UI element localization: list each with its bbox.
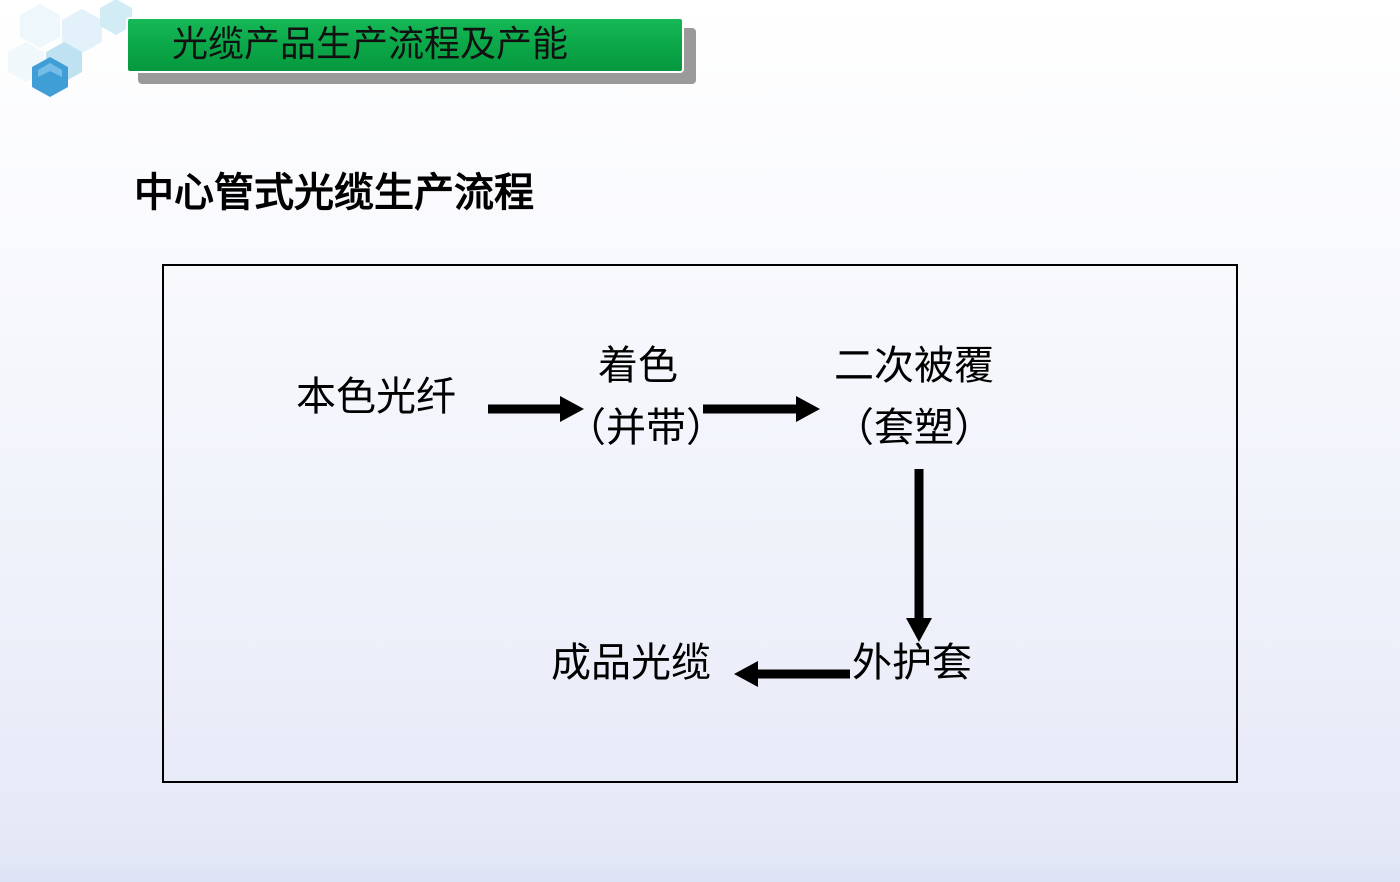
node-secondary-coating: 二次被覆 （套塑） xyxy=(822,346,1006,448)
hexagon-light-1 xyxy=(20,4,60,48)
hexagon-light-3 xyxy=(100,0,132,35)
node-coloring-sublabel: （并带） xyxy=(566,405,726,451)
hexagon-decoration xyxy=(8,0,132,97)
node-bare-fiber: 本色光纤 xyxy=(296,374,456,420)
node-secondary-coating-label: 二次被覆 xyxy=(834,343,994,389)
hexagon-light-2 xyxy=(62,9,102,53)
node-outer-sheath: 外护套 xyxy=(852,640,972,686)
bottom-band xyxy=(0,854,1400,882)
node-secondary-coating-sublabel: （套塑） xyxy=(834,405,994,451)
node-coloring-label: 着色 xyxy=(598,343,678,389)
slide-title: 光缆产品生产流程及产能 xyxy=(172,24,569,65)
node-coloring: 着色 （并带） xyxy=(566,343,726,451)
flow-diagram-frame xyxy=(162,264,1238,783)
hexagon-dark-highlight xyxy=(38,63,62,77)
hexagon-dark xyxy=(32,57,68,97)
title-banner: 光缆产品生产流程及产能 xyxy=(126,17,684,73)
node-finished-cable: 成品光缆 xyxy=(551,640,711,686)
slide-subtitle: 中心管式光缆生产流程 xyxy=(134,170,534,216)
